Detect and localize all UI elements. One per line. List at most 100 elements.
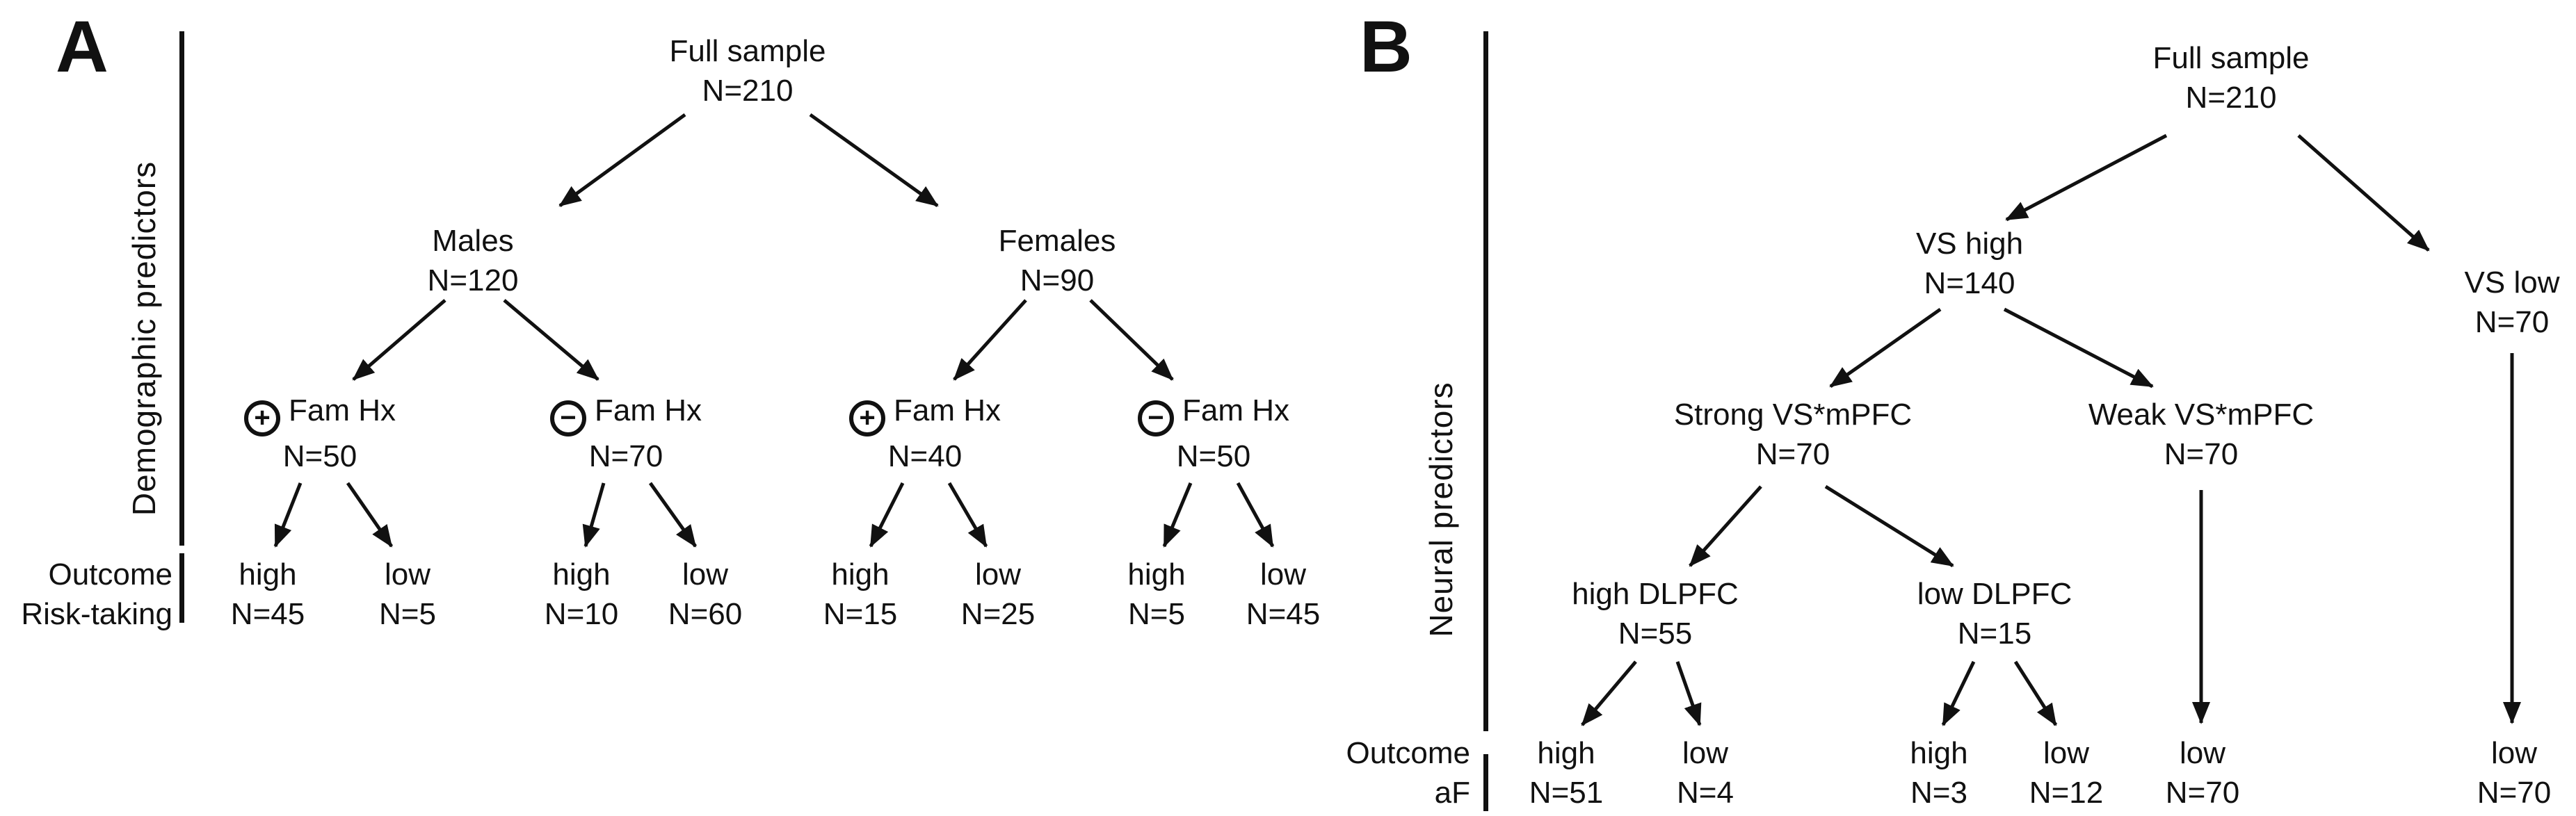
node-males: Males N=120	[428, 221, 519, 300]
node-label: VS low	[2464, 266, 2560, 300]
arrow	[869, 482, 905, 548]
outcome-node: high N=51	[1529, 733, 1603, 813]
node-high-dlpfc: high DLPFC N=55	[1572, 574, 1739, 653]
node-label: Fam Hx	[595, 393, 702, 427]
outcome-n: N=3	[1910, 776, 1967, 810]
outcome-n: N=70	[2477, 776, 2552, 810]
outcome-node: low N=5	[379, 555, 436, 634]
node-label: VS high	[1915, 227, 2024, 261]
node-strong-vs-mpfc: Strong VS*mPFC N=70	[1674, 395, 1912, 474]
outcome-node: low N=45	[1246, 555, 1320, 634]
outcome-node: low N=25	[961, 555, 1035, 634]
arrow	[2003, 307, 2154, 389]
outcome-label: low	[2043, 736, 2090, 770]
outcome-node: low N=60	[668, 555, 742, 634]
outcome-label: low	[2179, 736, 2226, 770]
outcome-node: high N=3	[1910, 733, 1967, 813]
outcome-node: low N=12	[2029, 733, 2103, 813]
node-label: high DLPFC	[1572, 577, 1739, 611]
panel-b-label: B	[1360, 6, 1412, 88]
node-label: Fam Hx	[1182, 393, 1289, 427]
arrow	[953, 299, 1027, 381]
node-vs-low: VS low N=70	[2465, 263, 2560, 342]
outcome-n: N=15	[823, 597, 898, 631]
node-n: N=70	[2474, 305, 2550, 339]
node-label: Males	[432, 224, 514, 258]
arrow	[947, 482, 988, 548]
outcome-label: low	[1259, 557, 1307, 591]
outcome-n: N=5	[1128, 597, 1185, 631]
arrow	[2297, 134, 2430, 252]
node-label: Full sample	[669, 34, 826, 68]
outcome-n: N=25	[960, 597, 1036, 631]
outcome-label: low	[682, 557, 729, 591]
arrow	[2005, 133, 2168, 222]
node-famhx-negative-females: −Fam Hx N=50	[1138, 391, 1289, 476]
outcome-node: high N=10	[545, 555, 618, 634]
outcome-n: N=51	[1529, 776, 1604, 810]
plus-circle-icon: +	[849, 400, 885, 436]
outcome-label: high	[552, 557, 611, 591]
node-n: N=50	[282, 439, 357, 473]
node-label: Fam Hx	[289, 393, 396, 427]
node-label: Full sample	[2152, 41, 2310, 75]
node-n: N=40	[887, 439, 963, 473]
node-famhx-positive-females: + Fam Hx N=40	[849, 391, 1001, 476]
node-n: N=55	[1618, 617, 1693, 651]
node-n: N=210	[702, 74, 794, 108]
outcome-label: low	[384, 557, 431, 591]
node-n: N=120	[427, 263, 519, 297]
arrow	[352, 299, 446, 381]
outcome-header-line2: Risk-taking	[21, 597, 172, 631]
outcome-n: N=70	[2165, 776, 2240, 810]
panel-a-label: A	[56, 6, 108, 88]
node-n: N=210	[2185, 81, 2277, 115]
arrow	[1689, 485, 1762, 567]
minus-circle-icon: −	[1138, 400, 1174, 436]
outcome-label: high	[239, 557, 297, 591]
node-label: Fam Hx	[894, 393, 1001, 427]
arrow	[582, 482, 606, 548]
outcome-label: high	[1910, 736, 1968, 770]
outcome-label: high	[1127, 557, 1186, 591]
arrow	[1162, 482, 1193, 548]
panel-b-axis-label: Neural predictors	[1423, 382, 1459, 637]
arrow	[1089, 299, 1174, 381]
node-n: N=90	[1020, 263, 1095, 297]
arrow	[346, 482, 394, 548]
outcome-n: N=4	[1677, 776, 1734, 810]
arrow	[558, 113, 686, 208]
arrow	[2013, 660, 2058, 726]
outcome-n: N=45	[230, 597, 305, 631]
outcome-n: N=10	[544, 597, 619, 631]
panel-b-divider-line	[1483, 31, 1488, 731]
outcome-node: low N=70	[2477, 733, 2551, 813]
arrow	[1829, 307, 1942, 389]
panel-a-outcome-divider-line	[179, 553, 184, 623]
node-low-dlpfc: low DLPFC N=15	[1917, 574, 2072, 653]
node-label: Females	[998, 224, 1116, 258]
outcome-header-line1: Outcome	[48, 557, 172, 591]
arrow	[1236, 482, 1275, 548]
node-label: Strong VS*mPFC	[1673, 398, 1913, 432]
node-n: N=50	[1176, 439, 1251, 473]
outcome-node: high N=45	[231, 555, 305, 634]
node-famhx-positive-males: + Fam Hx N=50	[244, 391, 396, 476]
panel-a-outcome-header: Outcome Risk-taking	[0, 555, 172, 634]
node-n: N=70	[1755, 437, 1830, 471]
arrow	[1824, 484, 1954, 568]
minus-sign: −	[1148, 402, 1164, 433]
node-n: N=70	[588, 439, 663, 473]
panel-b-outcome-header: Outcome aF	[1273, 733, 1470, 813]
outcome-label: low	[1682, 736, 1729, 770]
node-full-sample-b: Full sample N=210	[2153, 38, 2310, 117]
arrow	[648, 482, 698, 548]
plus-sign: +	[859, 402, 876, 433]
outcome-node: high N=5	[1127, 555, 1185, 634]
node-weak-vs-mpfc: Weak VS*mPFC N=70	[2088, 395, 2314, 474]
node-n: N=15	[1957, 617, 2032, 651]
plus-circle-icon: +	[244, 400, 280, 436]
outcome-node: low N=70	[2166, 733, 2239, 813]
